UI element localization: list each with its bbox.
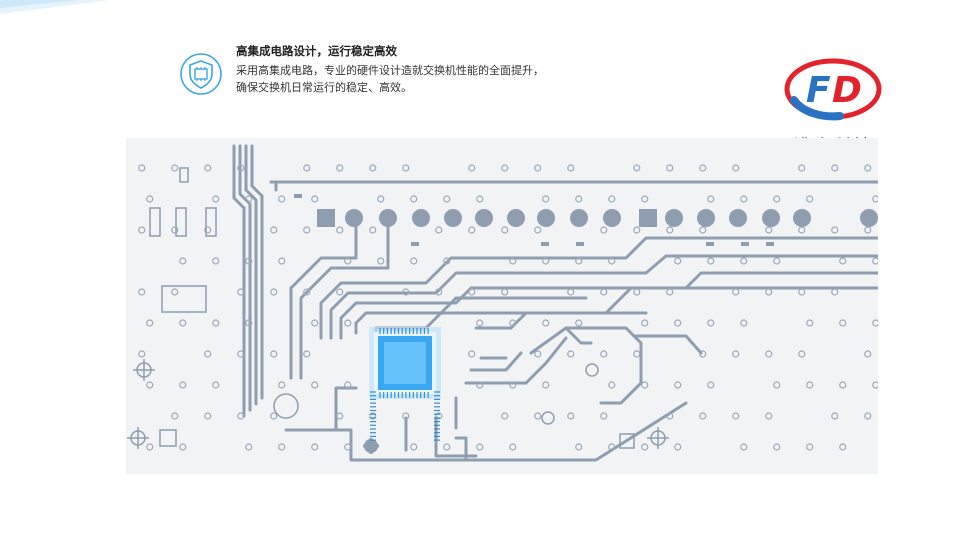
- feature-title: 高集成电路设计，运行稳定高效: [236, 44, 397, 58]
- shield-chip-icon: [180, 53, 222, 95]
- microchip: [369, 327, 441, 441]
- svg-text:F: F: [806, 70, 831, 111]
- svg-text:D: D: [832, 70, 862, 111]
- feature-description-line-1: 采用高集成电路，专业的硬件设计造就交换机性能的全面提升，: [236, 64, 544, 77]
- feature-description: 采用高集成电路，专业的硬件设计造就交换机性能的全面提升， 确保交换机日常运行的稳…: [236, 62, 596, 96]
- feature-block: 高集成电路设计，运行稳定高效 采用高集成电路，专业的硬件设计造就交换机性能的全面…: [179, 40, 599, 100]
- circuit-board-graphic: [127, 144, 878, 462]
- fd-logo-icon: F D: [784, 58, 882, 121]
- corner-stripe: [0, 0, 110, 14]
- circuit-board-illustration: [126, 138, 878, 474]
- feature-description-line-2: 确保交换机日常运行的稳定、高效。: [236, 81, 412, 94]
